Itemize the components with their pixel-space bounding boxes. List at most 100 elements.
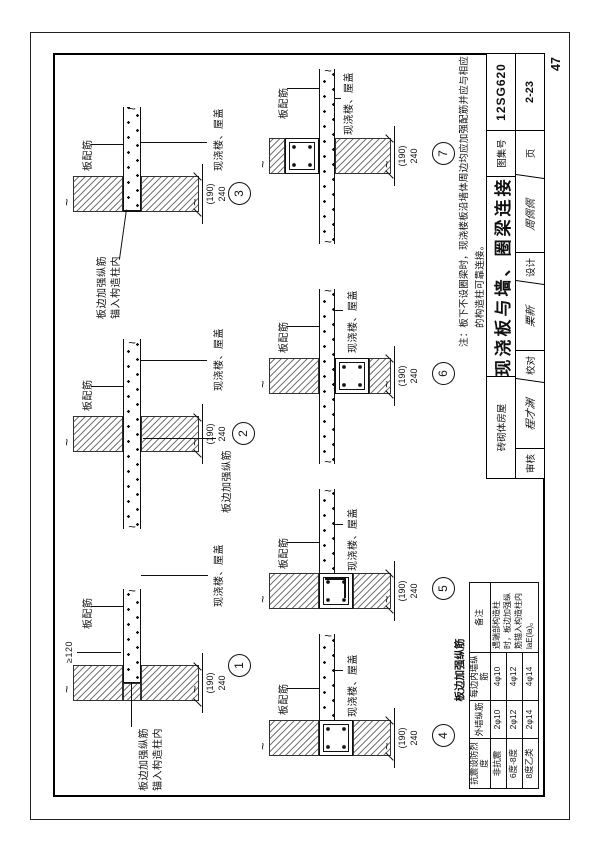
ring-beam-section bbox=[319, 720, 353, 756]
slab-section bbox=[319, 489, 335, 573]
dim-label-alt: (190) bbox=[397, 727, 407, 749]
cast-floor-label: 现浇楼、屋盖 bbox=[348, 508, 359, 571]
break-mark: ~ bbox=[187, 685, 202, 693]
leader-line bbox=[91, 144, 123, 145]
atlas-number: 12SG620 bbox=[494, 63, 508, 121]
table-cell: 4φ14 bbox=[522, 652, 539, 701]
table-cell: 4φ12 bbox=[506, 652, 523, 701]
ring-beam-section bbox=[335, 358, 369, 394]
leader-line bbox=[77, 652, 121, 653]
wall-hatch bbox=[269, 573, 319, 609]
wall-hatch bbox=[73, 665, 123, 701]
dim-label-alt: (190) bbox=[205, 672, 215, 694]
wall-hatch bbox=[123, 683, 141, 701]
break-mark: ~ bbox=[255, 595, 270, 603]
table-header: 备注 bbox=[469, 582, 491, 653]
dim-label: 240 bbox=[409, 148, 419, 164]
dim-line bbox=[202, 164, 203, 224]
break-mark: ~ bbox=[324, 454, 332, 470]
leader-line bbox=[141, 575, 208, 576]
detail-number-1: 1 bbox=[228, 654, 251, 677]
dim-label-alt: (190) bbox=[397, 365, 407, 387]
break-mark: ~ bbox=[128, 335, 136, 351]
wall-hatch bbox=[269, 358, 319, 394]
cast-floor-label: 现浇楼、屋盖 bbox=[214, 544, 225, 607]
rebar-hook bbox=[344, 578, 346, 598]
table-cell: 8度乙类 bbox=[522, 738, 539, 789]
dim-label: 240 bbox=[409, 730, 419, 746]
page-label: 页 bbox=[516, 130, 544, 176]
break-mark: ~ bbox=[187, 198, 202, 206]
leader-line bbox=[141, 142, 207, 143]
dim-label: 240 bbox=[409, 368, 419, 384]
break-mark: ~ bbox=[324, 483, 332, 499]
break-mark: ~ bbox=[324, 63, 332, 79]
dim-label-alt: (190) bbox=[205, 183, 215, 205]
table-cell: 2φ10 bbox=[490, 700, 507, 739]
cast-floor-label: 现浇楼、屋盖 bbox=[214, 328, 225, 391]
break-mark: ~ bbox=[379, 595, 394, 603]
anchor-label: 锚入构造柱内 bbox=[153, 728, 164, 791]
signature-role: 校对 bbox=[516, 350, 544, 380]
slab-rebar-label: 板配筋 bbox=[83, 139, 94, 172]
leader-line bbox=[91, 606, 123, 607]
break-mark: ~ bbox=[59, 198, 74, 206]
break-mark: ~ bbox=[187, 438, 202, 446]
cast-floor-label: 现浇楼、屋盖 bbox=[344, 72, 355, 135]
slab-section bbox=[123, 339, 141, 529]
signature-name: 周佩佩 bbox=[516, 174, 544, 254]
break-mark: ~ bbox=[59, 438, 74, 446]
dim-line bbox=[202, 653, 203, 713]
dim-label-alt: (190) bbox=[205, 423, 215, 445]
sheet-title: 现浇板与墙、圈梁连接 bbox=[487, 176, 515, 376]
slab-rebar-label: 板配筋 bbox=[83, 597, 94, 630]
signature-name: 栗新 bbox=[516, 280, 544, 352]
wall-hatch bbox=[369, 358, 391, 394]
anchor-label: 锚入构造柱内 bbox=[111, 256, 122, 319]
slab-section bbox=[123, 107, 141, 212]
leader-line bbox=[335, 670, 343, 671]
slab-rebar-label: 板配筋 bbox=[279, 87, 290, 120]
cast-floor-label: 现浇楼、屋盖 bbox=[348, 654, 359, 717]
dim-line bbox=[394, 346, 395, 406]
leader-line bbox=[335, 310, 343, 311]
break-mark: ~ bbox=[379, 380, 394, 388]
table-cell: 2φ14 bbox=[522, 700, 539, 739]
slab-section bbox=[319, 289, 335, 464]
page-value: 2-23 bbox=[524, 80, 536, 104]
title-block-row-2: 审核 程才渊 校对 栗新 设计 周佩佩 页 2-23 bbox=[516, 54, 544, 478]
leader-line bbox=[287, 542, 319, 543]
break-mark: ~ bbox=[324, 283, 332, 299]
dim-label: 240 bbox=[217, 675, 227, 691]
wall-hatch bbox=[141, 416, 199, 452]
dim-line bbox=[394, 126, 395, 186]
break-mark: ~ bbox=[324, 628, 332, 644]
dim-line bbox=[394, 708, 395, 768]
leader-line bbox=[287, 688, 319, 689]
table-cell: 非抗震 bbox=[490, 738, 507, 789]
dim-label-alt: (190) bbox=[397, 580, 407, 602]
dim-label: 240 bbox=[409, 583, 419, 599]
signature-role: 设计 bbox=[516, 252, 544, 282]
edge-bar-table: 抗震设防烈度 外墙纵筋 每边内墙纵筋 备注 非抗震 2φ10 4φ10 遇端部构… bbox=[469, 582, 539, 789]
edge-bar-label: 板边加强纵筋 bbox=[139, 728, 150, 791]
slab-rebar-label: 板配筋 bbox=[279, 683, 290, 716]
leader-line bbox=[287, 88, 319, 89]
note-line-2: 的构造柱可靠连接。 bbox=[475, 240, 486, 328]
leader-line bbox=[287, 326, 319, 327]
wall-hatch bbox=[141, 665, 199, 701]
dim-label: 240 bbox=[217, 426, 227, 442]
cast-floor-label: 现浇楼、屋盖 bbox=[214, 108, 225, 171]
title-block: 砖砌体房屋 现浇板与墙、圈梁连接 图集号 12SG620 审核 程才渊 校对 栗… bbox=[486, 53, 545, 479]
wall-hatch bbox=[335, 138, 391, 174]
dim-label: 240 bbox=[217, 186, 227, 202]
embed-dim-label: ≥120 bbox=[64, 641, 74, 663]
leader-line bbox=[91, 386, 123, 387]
wall-hatch bbox=[269, 138, 285, 174]
wall-hatch bbox=[73, 416, 123, 452]
table-title: 板边加强纵筋 bbox=[454, 638, 466, 702]
table-cell: 6度-8度 bbox=[506, 738, 523, 789]
table-remark: 遇端部构造柱时，板边加强纵筋锚入构造柱内laE(la)。 bbox=[490, 582, 539, 653]
slab-rebar-label: 板配筋 bbox=[83, 379, 94, 412]
slab-rebar-label: 板配筋 bbox=[279, 537, 290, 570]
